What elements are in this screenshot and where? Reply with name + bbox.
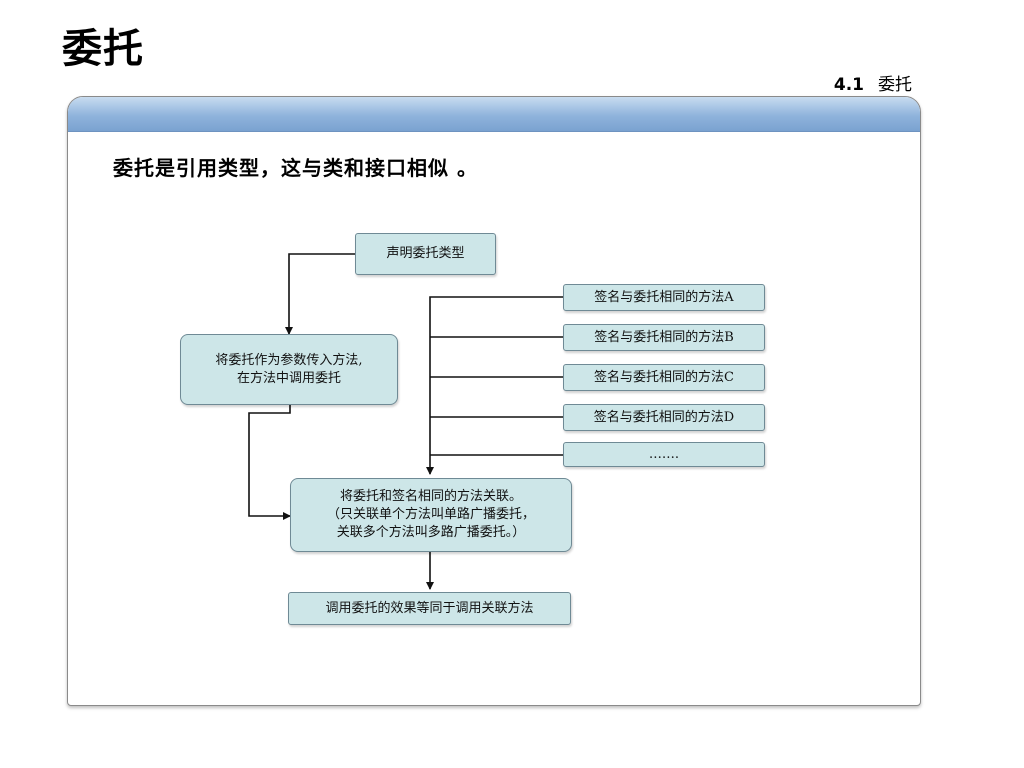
section-name: 委托 [878, 75, 912, 95]
method-a-box: 签名与委托相同的方法A [563, 284, 765, 311]
method-c-box: 签名与委托相同的方法C [563, 364, 765, 391]
method-b-box: 签名与委托相同的方法B [563, 324, 765, 351]
declare-delegate-box: 声明委托类型 [355, 233, 496, 275]
associate-methods-box: 将委托和签名相同的方法关联。 （只关联单个方法叫单路广播委托， 关联多个方法叫多… [290, 478, 572, 552]
panel-header-bar [68, 97, 920, 132]
intro-text: 委托是引用类型，这与类和接口相似 。 [113, 156, 478, 180]
invoke-effect-box: 调用委托的效果等同于调用关联方法 [288, 592, 571, 625]
section-number: 4.1 [833, 75, 864, 95]
slide-title: 委托 [62, 26, 144, 72]
method-d-box: 签名与委托相同的方法D [563, 404, 765, 431]
pass-delegate-box: 将委托作为参数传入方法, 在方法中调用委托 [180, 334, 398, 405]
section-label: 4.1 委托 [834, 70, 912, 95]
method-more-box: ……. [563, 442, 765, 467]
